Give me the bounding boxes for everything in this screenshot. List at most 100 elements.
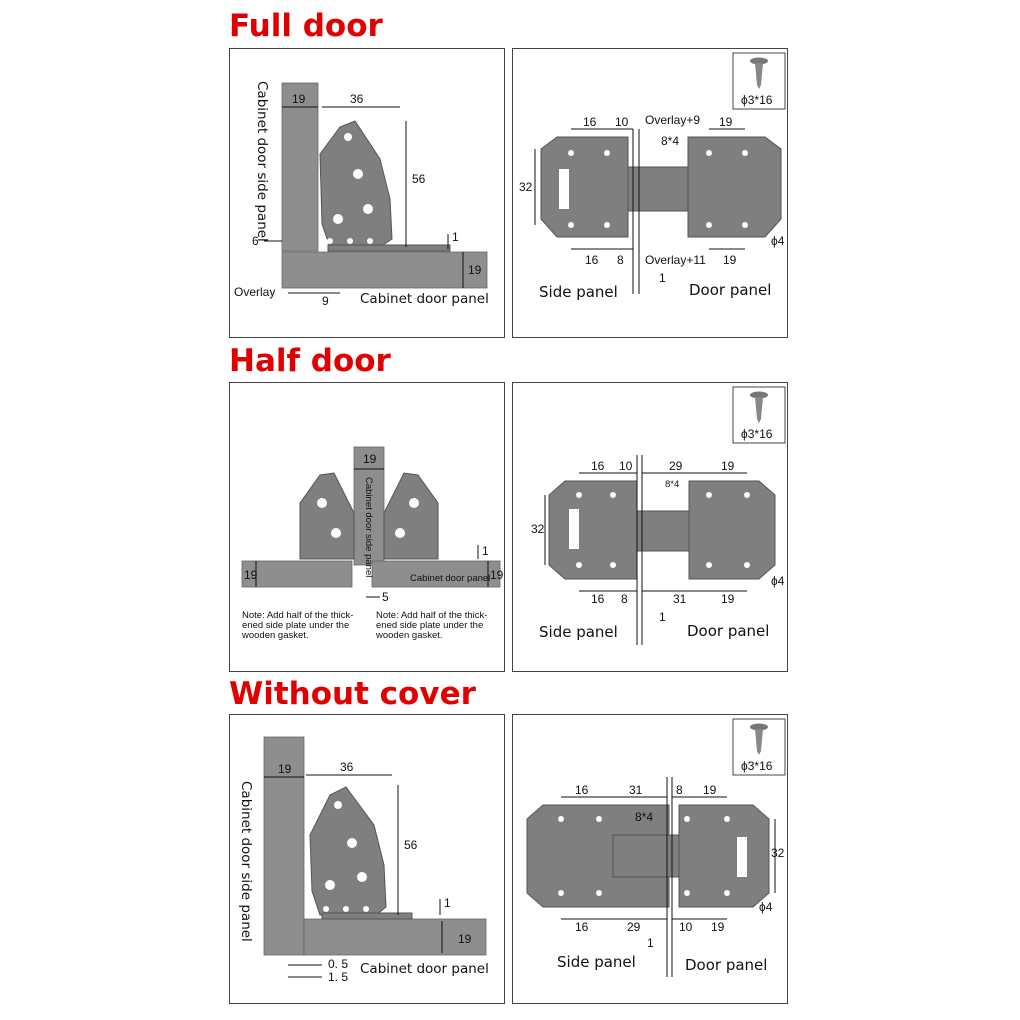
door-panel-label: Door panel bbox=[689, 281, 771, 299]
svg-text:29: 29 bbox=[627, 920, 641, 934]
left-hinge bbox=[299, 472, 355, 560]
screw-label: ϕ3*16 bbox=[741, 93, 773, 107]
svg-text:56: 56 bbox=[412, 172, 426, 186]
svg-text:19: 19 bbox=[711, 920, 725, 934]
svg-text:8*4: 8*4 bbox=[661, 134, 679, 148]
screw-icon bbox=[750, 57, 768, 89]
side-panel-label: Side panel bbox=[539, 283, 618, 301]
door-panel-label: Door panel bbox=[685, 956, 767, 974]
svg-text:0. 5: 0. 5 bbox=[328, 957, 348, 971]
overlay-label: Overlay bbox=[234, 285, 275, 299]
heading-half-door: Half door bbox=[229, 343, 391, 379]
svg-text:ϕ4: ϕ4 bbox=[771, 574, 785, 588]
svg-text:10: 10 bbox=[679, 920, 693, 934]
half-door-plate-diagram: ϕ3*16 16 10 29 19 8*4 32 16 8 31 19 ϕ4 1… bbox=[512, 382, 788, 672]
svg-text:16: 16 bbox=[591, 592, 605, 606]
svg-text:19: 19 bbox=[244, 568, 258, 582]
door-panel-label: Door panel bbox=[687, 622, 769, 640]
side-panel-board bbox=[353, 446, 385, 566]
svg-text:1: 1 bbox=[444, 896, 451, 910]
svg-text:19: 19 bbox=[458, 932, 472, 946]
svg-text:8: 8 bbox=[621, 592, 628, 606]
svg-text:19: 19 bbox=[363, 452, 377, 466]
door-panel-board bbox=[281, 251, 488, 289]
hinge-mechanism bbox=[319, 120, 451, 252]
svg-text:19: 19 bbox=[292, 92, 306, 106]
svg-text:36: 36 bbox=[350, 92, 364, 106]
svg-text:Note: Add half of the thick-: Note: Add half of the thick- bbox=[376, 610, 487, 621]
svg-text:19: 19 bbox=[490, 568, 504, 582]
hinge-plate bbox=[540, 136, 782, 238]
cabinet-door-side-panel-label: Cabinet door side panel bbox=[254, 81, 270, 242]
cabinet-door-panel-label: Cabinet door panel bbox=[360, 291, 489, 307]
svg-text:16: 16 bbox=[575, 783, 589, 797]
svg-text:ϕ4: ϕ4 bbox=[759, 900, 773, 914]
screw-label: ϕ3*16 bbox=[741, 759, 773, 773]
svg-text:19: 19 bbox=[723, 253, 737, 267]
side-panel-label: Side panel bbox=[557, 953, 636, 971]
svg-text:32: 32 bbox=[519, 180, 533, 194]
svg-text:1: 1 bbox=[659, 271, 666, 285]
svg-text:Overlay+9: Overlay+9 bbox=[645, 113, 700, 127]
side-panel-label: Side panel bbox=[539, 623, 618, 641]
hinge-plate bbox=[526, 804, 770, 908]
svg-text:16: 16 bbox=[583, 115, 597, 129]
full-door-side-diagram: 19 36 56 6 1 19 9 Overlay Cabinet door p… bbox=[229, 48, 505, 338]
svg-text:19: 19 bbox=[703, 783, 717, 797]
svg-text:8: 8 bbox=[676, 783, 683, 797]
svg-text:6: 6 bbox=[252, 234, 259, 248]
svg-text:19: 19 bbox=[468, 263, 482, 277]
hinge-mechanism bbox=[309, 786, 413, 920]
screw-label: ϕ3*16 bbox=[741, 427, 773, 441]
side-panel-board bbox=[281, 82, 319, 252]
cabinet-door-panel-label: Cabinet door panel bbox=[360, 961, 489, 977]
svg-text:10: 10 bbox=[619, 459, 633, 473]
without-cover-plate-diagram: ϕ3*16 16 31 8 19 8*4 32 16 29 10 19 ϕ4 1… bbox=[512, 714, 788, 1004]
svg-text:56: 56 bbox=[404, 838, 418, 852]
cabinet-door-side-panel-label: Cabinet door side panel bbox=[238, 781, 254, 942]
svg-text:ϕ4: ϕ4 bbox=[771, 234, 785, 248]
svg-text:1: 1 bbox=[482, 544, 489, 558]
heading-without-cover: Without cover bbox=[229, 676, 476, 712]
door-panel-board bbox=[303, 918, 487, 956]
full-door-plate-diagram: ϕ3*16 16 10 Overlay+9 19 8*4 32 16 8 Ove… bbox=[512, 48, 788, 338]
svg-text:Cabinet door panel: Cabinet door panel bbox=[410, 573, 490, 584]
svg-text:ened side plate under the: ened side plate under the bbox=[376, 620, 483, 631]
hinge-plate bbox=[548, 480, 776, 580]
svg-text:16: 16 bbox=[575, 920, 589, 934]
svg-text:1: 1 bbox=[659, 610, 666, 624]
svg-text:31: 31 bbox=[673, 592, 687, 606]
svg-text:36: 36 bbox=[340, 760, 354, 774]
svg-text:1: 1 bbox=[647, 936, 654, 950]
heading-full-door: Full door bbox=[229, 8, 383, 44]
svg-text:1: 1 bbox=[452, 230, 459, 244]
screw-icon bbox=[750, 723, 768, 755]
svg-text:19: 19 bbox=[719, 115, 733, 129]
svg-text:32: 32 bbox=[771, 846, 785, 860]
svg-text:16: 16 bbox=[585, 253, 599, 267]
right-door-panel-board bbox=[371, 560, 501, 588]
svg-text:wooden gasket.: wooden gasket. bbox=[241, 630, 309, 641]
svg-text:5: 5 bbox=[382, 590, 389, 604]
svg-text:8: 8 bbox=[617, 253, 624, 267]
svg-text:wooden gasket.: wooden gasket. bbox=[375, 630, 443, 641]
svg-text:32: 32 bbox=[531, 522, 545, 536]
svg-text:1. 5: 1. 5 bbox=[328, 970, 348, 984]
svg-text:Cabinet door side panel: Cabinet door side panel bbox=[363, 477, 374, 577]
right-hinge bbox=[383, 472, 439, 560]
left-door-panel-board bbox=[241, 560, 353, 588]
svg-text:19: 19 bbox=[278, 762, 292, 776]
screw-icon bbox=[750, 391, 768, 423]
svg-text:31: 31 bbox=[629, 783, 643, 797]
svg-text:10: 10 bbox=[615, 115, 629, 129]
svg-text:8*4: 8*4 bbox=[665, 479, 679, 490]
svg-text:29: 29 bbox=[669, 459, 683, 473]
svg-text:19: 19 bbox=[721, 592, 735, 606]
svg-text:Note: Add half of the thick-: Note: Add half of the thick- bbox=[242, 610, 353, 621]
half-door-side-diagram: 19 Cabinet door side panel 19 19 1 Cabin… bbox=[229, 382, 505, 672]
svg-text:16: 16 bbox=[591, 459, 605, 473]
svg-text:19: 19 bbox=[721, 459, 735, 473]
svg-text:ened side plate under the: ened side plate under the bbox=[242, 620, 349, 631]
without-cover-side-diagram: 19 36 56 1 19 0. 5 1. 5 Cabinet door pan… bbox=[229, 714, 505, 1004]
svg-text:9: 9 bbox=[322, 294, 329, 308]
